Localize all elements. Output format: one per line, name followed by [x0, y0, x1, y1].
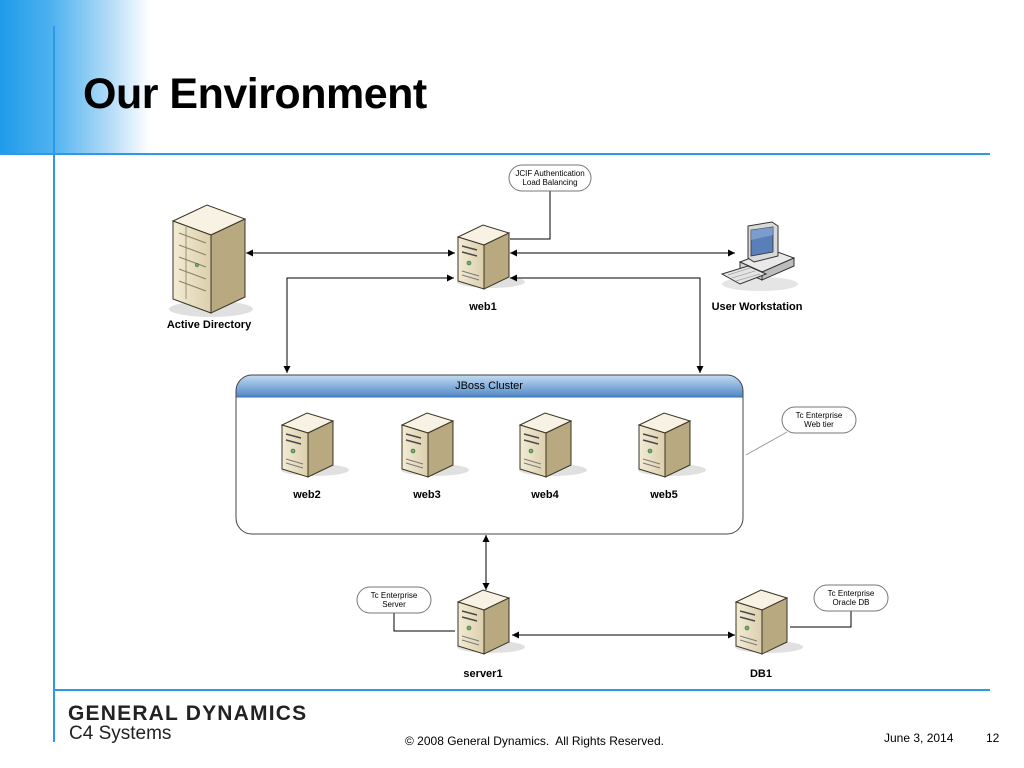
callout-oracle-db-line1: Tc Enterprise [828, 589, 875, 598]
user-workstation-icon [720, 221, 798, 291]
corner-gradient [0, 0, 150, 155]
callout-jcif-line1: JCIF Authentication [515, 169, 584, 178]
company-logo-sub: C4 Systems [69, 723, 172, 744]
callout-oracle-db: Tc Enterprise Oracle DB [813, 584, 889, 612]
vertical-accent-line [53, 26, 55, 742]
callout-web-tier: Tc Enterprise Web tier [781, 406, 857, 434]
copyright-text: © 2008 General Dynamics. All Rights Rese… [405, 734, 664, 748]
jboss-cluster-title: JBoss Cluster [455, 380, 523, 392]
callout-oracle-db-line2: Oracle DB [833, 598, 870, 607]
callout-jcif-line2: Load Balancing [522, 178, 577, 187]
web5-label: web5 [649, 489, 678, 501]
callout-web-tier-line2: Web tier [804, 420, 834, 429]
callout-server-line2: Server [382, 600, 406, 609]
footer-divider-line [53, 689, 990, 691]
page-title: Our Environment [83, 70, 427, 118]
callout-server: Tc Enterprise Server [356, 586, 432, 614]
callout-jcif: JCIF Authentication Load Balancing [508, 164, 592, 192]
server1-server-icon [456, 589, 526, 655]
user-workstation-label: User Workstation [712, 301, 803, 313]
db1-label: DB1 [750, 668, 772, 680]
web3-label: web3 [412, 489, 441, 501]
jboss-cluster: JBoss Cluster [235, 374, 744, 535]
web4-label: web4 [530, 489, 559, 501]
title-divider-line [0, 153, 990, 155]
footer-date: June 3, 2014 [884, 731, 954, 745]
company-logo-main: GENERAL DYNAMICS [68, 702, 308, 725]
web1-server-icon [456, 224, 526, 290]
web1-label: web1 [468, 301, 497, 313]
db1-server-icon [734, 589, 804, 655]
connector-lines [246, 190, 852, 639]
active-directory-label: Active Directory [167, 319, 252, 331]
page-number: 12 [986, 731, 1000, 745]
active-directory-server-icon [169, 204, 253, 317]
web2-label: web2 [292, 489, 321, 501]
callout-server-line1: Tc Enterprise [371, 591, 418, 600]
server1-label: server1 [463, 668, 502, 680]
callout-web-tier-line1: Tc Enterprise [796, 411, 843, 420]
